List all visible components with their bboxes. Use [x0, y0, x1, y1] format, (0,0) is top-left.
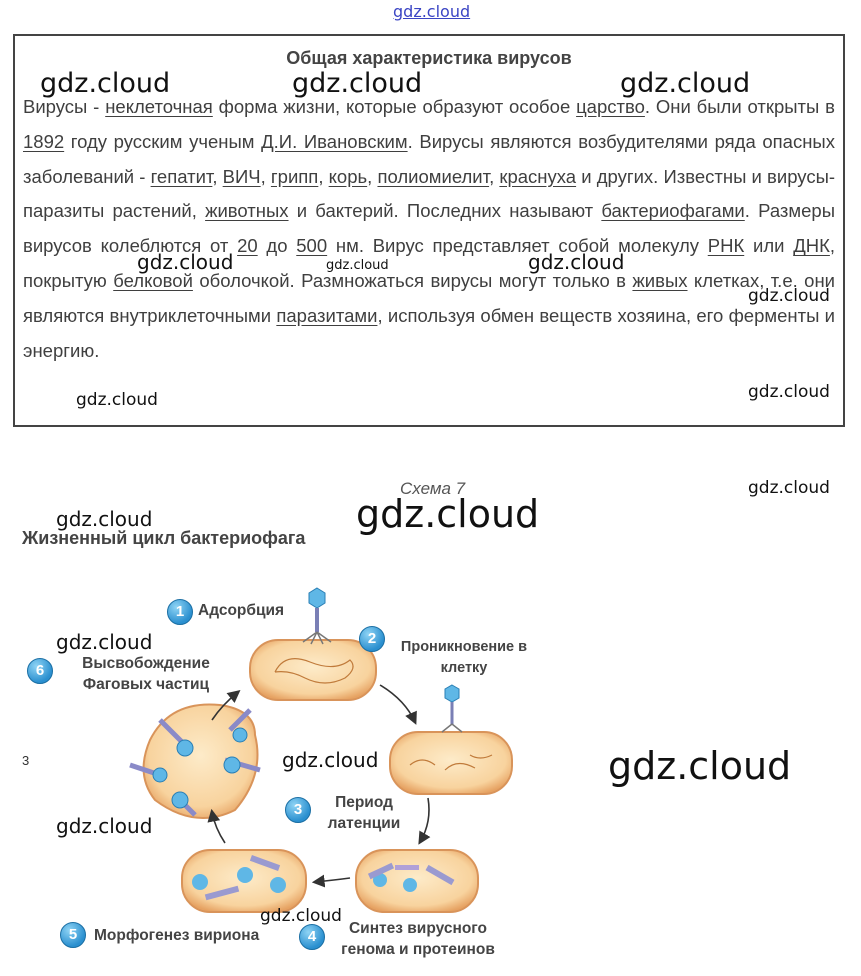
watermark: gdz.cloud [326, 258, 389, 273]
text-run: до [257, 235, 297, 257]
text-run: или [744, 235, 794, 257]
schema-label: Схема 7 [400, 479, 466, 498]
watermark: gdz.cloud [748, 478, 830, 498]
phage-icon [302, 587, 332, 645]
text-run: , покрытую [23, 235, 836, 291]
step-label: Период латенции [327, 794, 401, 832]
step-label: Адсорбция [198, 602, 285, 619]
watermark: gdz.cloud [282, 748, 379, 772]
underlined-term: белковой [113, 269, 193, 291]
text-run: . Они были открыты в [644, 96, 835, 117]
step-label: Высвобождение Фаговых частиц [82, 655, 210, 693]
box-title: Общая характеристика вирусов [286, 48, 572, 68]
underlined-term: корь [328, 165, 368, 187]
text-run: . Вирусы являются возбудителями ряда опа… [23, 130, 835, 187]
step-label: Проникновение в клетку [400, 639, 528, 676]
text-run: . Размеры вирусов колеблются от [23, 200, 835, 257]
watermark: gdz.cloud [56, 507, 153, 531]
underlined-term: грипп [270, 165, 319, 187]
watermark: gdz.cloud [260, 906, 342, 926]
watermark-top-link[interactable]: gdz.cloud [393, 2, 471, 21]
cell-synthesis [355, 849, 479, 913]
underlined-term: 500 [296, 235, 328, 257]
cell-release [129, 703, 261, 819]
underlined-term: РНК [707, 235, 745, 257]
step-label: Морфогенез вириона [94, 927, 260, 944]
underlined-term: 1892 [23, 130, 65, 152]
underlined-term: паразитами [276, 304, 378, 326]
text-run: нм. Вирус представляет собой молекулу [327, 235, 708, 257]
watermark: gdz.cloud [40, 68, 171, 99]
text-run: Вирусы - [23, 96, 106, 117]
text-run: и других. Известны и вирусы-паразиты рас… [23, 165, 836, 222]
text-run: году русским ученым [64, 130, 262, 152]
cycle-arrows [207, 684, 431, 888]
phage-icon [441, 684, 463, 733]
watermark: gdz.cloud [528, 250, 625, 274]
watermark: gdz.cloud [76, 390, 158, 410]
underlined-term: бактериофагами [601, 200, 745, 222]
step-number: 3 [285, 797, 311, 823]
underlined-term: ДНК [793, 235, 830, 257]
characteristics-box: Общая характеристика вирусов Вирусы - не… [13, 34, 845, 427]
step-number: 4 [299, 924, 325, 950]
characteristics-paragraph: Вирусы - неклеточная форма жизни, которы… [23, 90, 835, 368]
step-number: 5 [60, 922, 86, 948]
text-run: , [212, 165, 223, 187]
underlined-term: Д.И. Ивановским [261, 130, 408, 152]
watermark: gdz.cloud [292, 68, 423, 99]
cell-penetration [389, 684, 513, 795]
side-number: 3 [22, 753, 30, 768]
underlined-term: животных [205, 200, 289, 222]
watermark: gdz.cloud [56, 814, 153, 838]
cell-morphogenesis [181, 849, 307, 913]
underlined-term: неклеточная [105, 96, 213, 117]
watermark: gdz.cloud [137, 250, 234, 274]
text-run: , [489, 165, 500, 187]
underlined-term: гепатит [150, 165, 213, 187]
step-number: 1 [167, 599, 193, 625]
diagram-title: Жизненный цикл бактериофага [22, 528, 306, 548]
watermark: gdz.cloud [620, 68, 751, 99]
text-run: , [367, 165, 378, 187]
text-run: , используя обмен веществ хозяина, его ф… [23, 304, 836, 361]
text-run: и бактерий. Последних называют [288, 200, 602, 222]
watermark: gdz.cloud [748, 382, 830, 402]
text-run: клетках, т.е. они являются внутриклеточн… [23, 269, 836, 326]
underlined-term: ВИЧ [222, 165, 261, 187]
underlined-term: живых [632, 269, 688, 291]
step-number: 2 [359, 626, 385, 652]
step-number: 6 [27, 658, 53, 684]
step-label: Синтез вирусного генома и протеинов [341, 920, 495, 958]
text-run: , [260, 165, 271, 187]
underlined-term: полиомиелит [377, 165, 490, 187]
cell-adsorption [249, 587, 377, 701]
underlined-term: 20 [237, 235, 258, 257]
watermark: gdz.cloud [748, 286, 830, 306]
underlined-term: царство [576, 96, 645, 117]
underlined-term: краснуха [499, 165, 577, 187]
text-run: оболочкой. Размножаться вирусы могут тол… [192, 269, 633, 291]
watermark: gdz.cloud [356, 492, 540, 536]
text-run: , [318, 165, 329, 187]
watermark: gdz.cloud [56, 630, 153, 654]
watermark: gdz.cloud [608, 744, 792, 788]
phage-cycle-illustration [129, 587, 513, 913]
text-run: форма жизни, которые образуют особое [212, 96, 577, 117]
